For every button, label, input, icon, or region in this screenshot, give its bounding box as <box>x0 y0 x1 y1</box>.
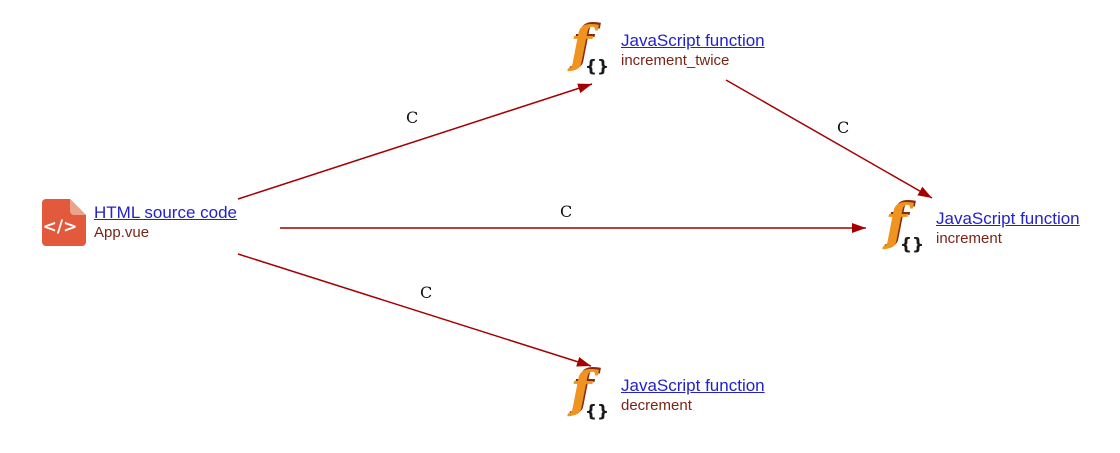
node-subtitle: decrement <box>621 397 692 414</box>
call-edge-app-to-increment-twice <box>237 83 593 200</box>
node-title-link[interactable]: JavaScript function <box>621 376 765 395</box>
js-function-icon[interactable] <box>557 22 607 75</box>
call-edge-app-to-decrement <box>237 253 592 367</box>
edge-label: C <box>560 202 573 221</box>
node-title-link[interactable]: JavaScript function <box>621 31 765 50</box>
node-title-link[interactable]: HTML source code <box>94 203 237 222</box>
edge-label: C <box>406 108 419 127</box>
node-subtitle: App.vue <box>94 224 150 241</box>
node-subtitle: increment <box>936 230 1002 247</box>
node-title-link[interactable]: JavaScript function <box>936 209 1080 228</box>
edge-label: C <box>420 283 433 302</box>
node-js-function-increment[interactable]: JavaScript function increment <box>872 200 1080 253</box>
node-subtitle: increment_twice <box>621 52 730 69</box>
call-edge-increment-twice-to-increment <box>725 79 933 199</box>
html-file-icon[interactable]: </> <box>37 197 88 248</box>
node-js-function-increment-twice[interactable]: JavaScript function increment_twice <box>557 22 765 75</box>
edge-label: C <box>837 118 850 137</box>
svg-text:</>: </> <box>43 217 78 237</box>
node-html-source-app-vue[interactable]: </> HTML source code App.vue <box>37 197 237 248</box>
js-function-icon[interactable] <box>872 200 922 253</box>
node-js-function-decrement[interactable]: JavaScript function decrement <box>557 367 765 420</box>
js-function-icon[interactable] <box>557 367 607 420</box>
